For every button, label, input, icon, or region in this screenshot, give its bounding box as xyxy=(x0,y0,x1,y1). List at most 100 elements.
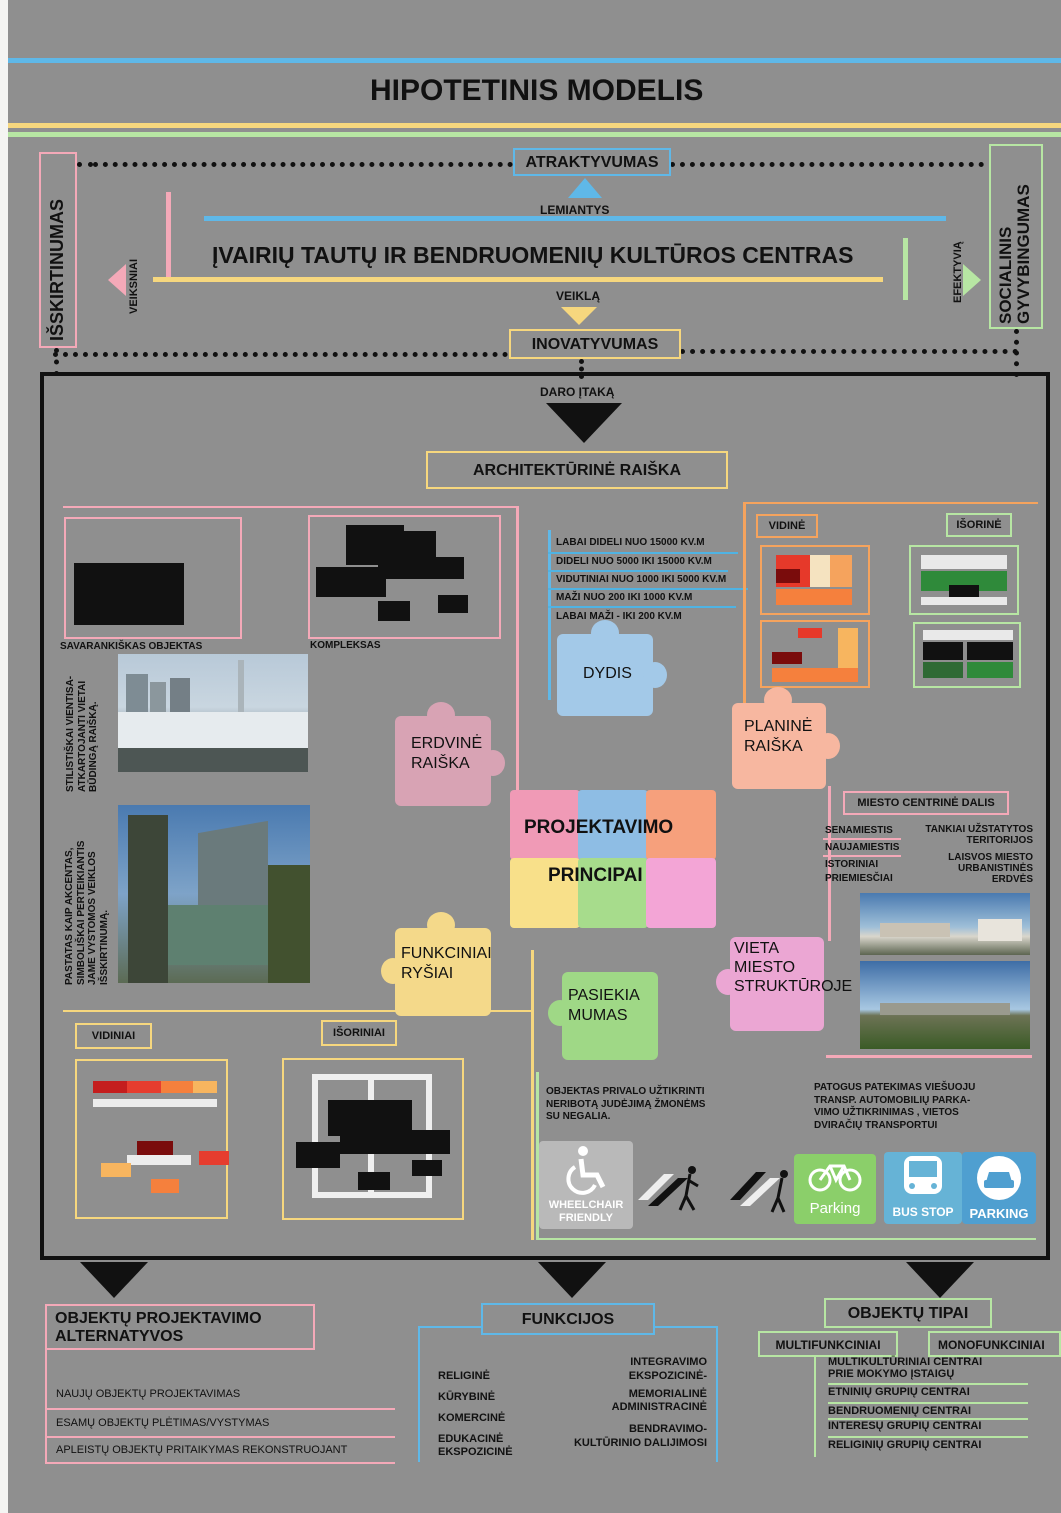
miesto-left-3: ISTORINIAI xyxy=(825,859,879,870)
miesto-right-2-line-1: LAISVOS MIESTO xyxy=(948,852,1033,863)
funkciniai-panel-right-line xyxy=(531,950,534,1240)
vp1-cream xyxy=(810,555,830,587)
top-yellow-line xyxy=(8,123,1061,128)
photo-accent-building xyxy=(118,805,310,983)
left-arrow xyxy=(108,264,126,296)
alt-item-3: APLEISTŲ OBJEKTŲ PRITAIKYMAS REKONSTRUOJ… xyxy=(56,1444,348,1456)
access-text-right: PATOGUS PATEKIMAS VIEŠUOJU TRANSP. AUTOM… xyxy=(814,1082,975,1132)
access-left-line xyxy=(536,1072,539,1240)
funkciniai-panel-top-line xyxy=(63,1010,533,1012)
access-right-line-2: TRANSP. AUTOMOBILIŲ PARKA- xyxy=(814,1094,971,1106)
dydis-knob-right xyxy=(643,662,667,688)
erdvine-knob-top xyxy=(427,702,455,728)
tipai-item-4: BENDRUOMENIŲ CENTRAI xyxy=(828,1401,1028,1418)
wheelchair-label-1: WHEELCHAIR xyxy=(548,1199,624,1211)
top-green-line xyxy=(8,132,1061,137)
inovatyvumas-label: INOVATYVUMAS xyxy=(531,336,659,353)
access-left-line-1: OBJEKTAS PRIVALO UŽTIKRINTI xyxy=(546,1086,705,1097)
vd-block-1 xyxy=(93,1081,127,1093)
kompleksas-label: KOMPLEKSAS xyxy=(310,640,381,651)
dotted-line-top-right xyxy=(670,162,984,167)
func-left-5: EKSPOZICINĖ xyxy=(438,1445,513,1458)
photo1-caption-line-1: STILISTIŠKAI VIENTISA- xyxy=(65,675,76,792)
vp1-orange xyxy=(830,555,852,587)
atraktyvumas-box: ATRAKTYVUMAS xyxy=(513,148,671,176)
id-block-3 xyxy=(340,1130,450,1154)
veikla-label: VEIKLĄ xyxy=(556,289,601,303)
funkcijos-right-line xyxy=(716,1326,718,1462)
photo1-building xyxy=(118,712,308,748)
photo2-caption-line-4: IŠSKIRTINUMĄ. xyxy=(98,910,110,985)
access-text-left: OBJEKTAS PRIVALO UŽTIKRINTI NERIBOTĄ JUD… xyxy=(546,1086,705,1124)
miesto-left-line-2 xyxy=(823,855,901,857)
alternatyvos-left-line xyxy=(45,1350,47,1462)
vd-block-7 xyxy=(101,1163,131,1177)
vidine-plan-2 xyxy=(760,620,870,688)
down-arrow-yellow xyxy=(561,307,597,325)
left-panel-right-line xyxy=(516,506,519,926)
center-piece-yellow xyxy=(510,858,580,928)
single-block xyxy=(74,563,184,625)
dotted-left-vertical xyxy=(54,348,59,376)
planine-knob-right xyxy=(816,733,840,759)
tipai-box: OBJEKTŲ TIPAI xyxy=(824,1298,992,1328)
isoriniai-label: IŠORINIAI xyxy=(333,1027,385,1039)
dydis-bar-3 xyxy=(548,588,748,590)
center-piece-pink xyxy=(510,790,580,860)
dydis-bar-1 xyxy=(548,552,738,554)
page-title: HIPOTETINIS MODELIS xyxy=(370,74,704,107)
func-right-4: ADMINISTRACINĖ xyxy=(611,1401,707,1414)
access-right-line-1: PATOGUS PATEKIMAS VIEŠUOJU xyxy=(814,1082,976,1093)
alt-item-1: NAUJŲ OBJEKTŲ PROJEKTAVIMAS xyxy=(56,1388,241,1400)
photo1-tv-tower xyxy=(238,660,244,724)
photo3-roofs xyxy=(880,923,950,937)
photo-old-town xyxy=(860,893,1030,955)
funkcijos-box: FUNKCIJOS xyxy=(481,1303,655,1335)
bicycle-glyph xyxy=(808,1164,862,1192)
complex-block-3 xyxy=(316,567,386,597)
dydis-vertical-line xyxy=(548,530,551,700)
kompleksas-box xyxy=(308,515,501,639)
dydis-item-5: LABAI MAŽI - IKI 200 KV.M xyxy=(556,611,682,622)
ip1-green xyxy=(921,571,1007,591)
photo2-caption-line-2: SIMBOLIŠKAI PERTEIKIANTIS xyxy=(75,840,87,985)
vidiniai-box: VIDINIAI xyxy=(75,1023,152,1049)
planine-top-line xyxy=(743,502,1038,504)
multi-label: MULTIFUNKCINIAI xyxy=(775,1338,881,1352)
green-vertical-line xyxy=(903,238,908,300)
tipai-item-3: ETNINIŲ GRUPIŲ CENTRAI xyxy=(828,1383,1028,1399)
func-left-2: KŪRYBINĖ xyxy=(438,1390,496,1403)
center-puzzle: PROJEKTAVIMO PRINCIPAI xyxy=(510,790,716,928)
bottom-arrow-right xyxy=(906,1262,974,1298)
miesto-left-line xyxy=(828,786,831,941)
id-block-4 xyxy=(358,1172,390,1190)
vp1-dark xyxy=(776,569,800,583)
alt-line-1 xyxy=(45,1408,395,1410)
wheelchair-glyph xyxy=(566,1146,606,1195)
ip1-top xyxy=(921,555,1007,569)
complex-block-6 xyxy=(438,595,468,613)
dydis-list: LABAI DIDELI NUO 15000 KV.M DIDELI NUO 5… xyxy=(548,532,748,632)
dydis-item-3: VIDUTINIAI NUO 1000 IKI 5000 KV.M xyxy=(556,574,727,585)
multi-box: MULTIFUNKCINIAI xyxy=(758,1331,898,1357)
dydis-bar-2 xyxy=(548,570,728,572)
gyvybingumas-text: GYVYBINGUMAS xyxy=(1013,184,1033,324)
photo1-tower-1 xyxy=(126,674,148,724)
miesto-left-2: NAUJAMIESTIS xyxy=(825,842,900,853)
socialinis-text: SOCIALINIS xyxy=(996,226,1015,324)
erdvine-label-1: ERDVINĖ xyxy=(411,735,483,752)
vp2-bottom xyxy=(772,668,858,682)
access-left-line-3: SU NEGALIA. xyxy=(546,1111,611,1122)
dotted-left-connector xyxy=(77,162,93,167)
center-label-2: PRINCIPAI xyxy=(548,865,643,886)
photo2-base xyxy=(158,905,278,965)
car-parking-label: PARKING xyxy=(969,1206,1029,1221)
dydis-knob-top xyxy=(591,620,619,646)
